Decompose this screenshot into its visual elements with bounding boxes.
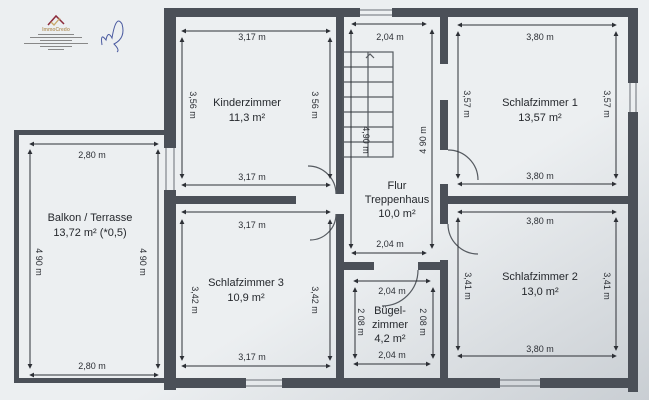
room-area-flur: 10,0 m² [378,208,416,220]
dim-flur-bottom: 2,04 m [376,239,404,249]
dim-flur-top: 2,04 m [376,32,404,42]
windows [165,9,637,387]
room-area-kinderzimmer: 11,3 m² [229,112,266,124]
room-area-schlafzimmer2: 13,0 m² [521,286,559,298]
dim-balkon-bottom: 2,80 m [78,361,106,371]
dim-buegelzimmer-right: 2 08 m [418,308,428,336]
dim-kinderzimmer-top: 3,17 m [238,32,266,42]
room-area-schlafzimmer3: 10,9 m² [227,292,265,304]
room-name-schlafzimmer1: Schlafzimmer 1 [502,97,578,109]
dim-schlafzimmer3-top: 3,17 m [238,220,266,230]
room-name-balkon: Balkon / Terrasse [48,212,133,224]
room-area-schlafzimmer1: 13,57 m² [518,112,562,124]
company-logo: ImmoCredo [24,14,88,50]
dim-flur-right: 4 90 m [418,126,428,154]
dim-balkon-top: 2,80 m [78,150,106,160]
room-name-schlafzimmer2: Schlafzimmer 2 [502,271,578,283]
dim-schlafzimmer1-bottom: 3,80 m [526,171,554,181]
dim-schlafzimmer3-right: 3,42 m [310,286,320,314]
dim-buegelzimmer-top: 2,04 m [378,286,406,296]
room-name-kinderzimmer: Kinderzimmer [213,97,281,109]
dim-schlafzimmer2-top: 3,80 m [526,216,554,226]
dimension-lines [27,21,619,378]
dim-schlafzimmer1-top: 3,80 m [526,32,554,42]
logo-text: ImmoCredo [42,27,70,33]
dim-schlafzimmer2-left: 3,41 m [463,272,473,300]
dim-stairs-length: 4,90 m [361,126,371,154]
dim-buegelzimmer-bottom: 2,04 m [378,350,406,360]
room-area-balkon: 13,72 m² (*0,5) [53,227,126,239]
dim-buegelzimmer-left: 2 08 m [356,308,366,336]
dim-balkon-left: 4 90 m [34,248,44,276]
interior-walls [176,8,628,378]
dim-schlafzimmer2-bottom: 3,80 m [526,344,554,354]
dim-balkon-right: 4 90 m [138,248,148,276]
dim-kinderzimmer-left: 3,56 m [188,91,198,119]
dim-schlafzimmer1-left: 3,57 m [462,90,472,118]
room-area-buegelzimmer: 4,2 m² [374,333,406,345]
dim-schlafzimmer2-right: 3,41 m [602,272,612,300]
room-name-treppenhaus: Treppenhaus [365,194,430,206]
outer-walls [164,8,638,392]
dim-kinderzimmer-bottom: 3,17 m [238,172,266,182]
balcony-outline [14,130,168,383]
room-name-schlafzimmer3: Schlafzimmer 3 [208,277,284,289]
dim-kinderzimmer-right: 3 56 m [310,91,320,119]
room-name-flur: Flur [388,180,407,192]
dim-schlafzimmer3-bottom: 3,17 m [238,352,266,362]
room-name-buegelzimmer-1: Bügel- [374,305,406,317]
signature [101,20,124,53]
dim-schlafzimmer1-right: 3,57 m [602,90,612,118]
room-name-buegelzimmer-2: zimmer [372,319,408,331]
dim-schlafzimmer3-left: 3,42 m [190,286,200,314]
